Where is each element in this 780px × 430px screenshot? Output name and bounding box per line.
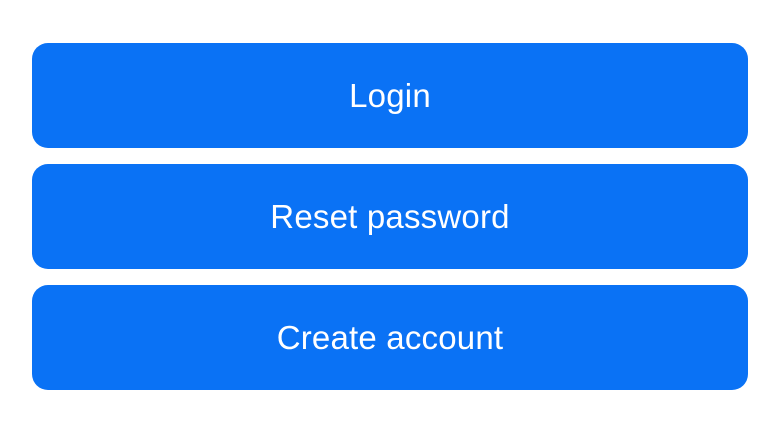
reset-password-button-label: Reset password <box>270 198 510 235</box>
reset-password-button[interactable]: Reset password <box>32 164 748 269</box>
create-account-button[interactable]: Create account <box>32 285 748 390</box>
login-button[interactable]: Login <box>32 43 748 148</box>
login-button-label: Login <box>349 77 431 114</box>
auth-button-stack: Login Reset password Create account <box>32 43 748 390</box>
create-account-button-label: Create account <box>276 319 504 356</box>
